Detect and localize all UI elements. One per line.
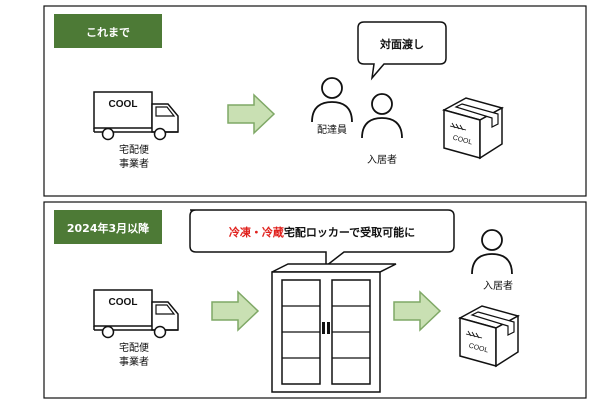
top-truck-label: COOL — [109, 99, 138, 110]
bubble-red-text: 冷凍・冷蔵 — [229, 225, 284, 239]
bubble-black-text: 宅配ロッカーで受取可能に — [284, 225, 415, 239]
top-truck-caption-1: 宅配便 — [119, 143, 149, 156]
top-box-label: COOL — [452, 135, 473, 147]
bottom-header-text: 2024年3月以降 — [67, 221, 150, 235]
top-speech-bubble — [357, 21, 447, 81]
top-cool-box-icon — [443, 97, 503, 159]
top-header-text: これまで — [86, 26, 130, 39]
top-header-badge — [54, 14, 162, 48]
carrier-label: 配達員 — [317, 124, 347, 136]
bottom-truck-label: COOL — [109, 297, 138, 308]
bottom-resident-label: 入居者 — [483, 280, 513, 292]
bottom-truck-caption-2: 事業者 — [119, 355, 149, 368]
top-truck-caption-2: 事業者 — [119, 157, 149, 170]
bottom-cool-box-icon — [459, 305, 519, 367]
top-bubble-text: 対面渡し — [379, 37, 424, 51]
locker-icon — [271, 263, 397, 393]
bottom-header-badge — [54, 210, 162, 244]
bottom-box-label: COOL — [468, 343, 489, 355]
bottom-truck-caption-1: 宅配便 — [119, 341, 149, 354]
top-resident-label: 入居者 — [367, 154, 397, 166]
bottom-bubble-text: 冷凍・冷蔵宅配ロッカーで受取可能に — [229, 225, 415, 239]
